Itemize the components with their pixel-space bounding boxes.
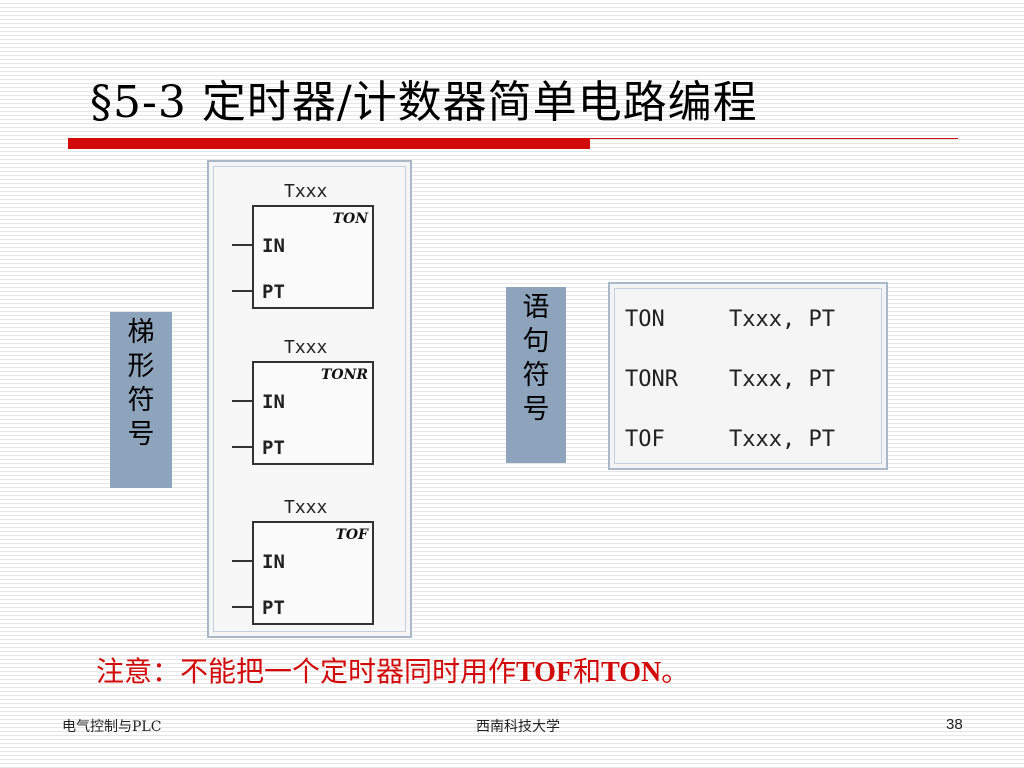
note-term-ton: TON xyxy=(601,657,662,688)
warning-note: 注意：不能把一个定时器同时用作TOF和TON。 xyxy=(96,650,689,690)
slide-title: §5-3 定时器/计数器简单电路编程 xyxy=(90,77,758,128)
pin-pt-lead xyxy=(232,290,252,292)
note-suffix: 。 xyxy=(661,655,690,688)
ladder-symbol-label: 梯 形 符 号 xyxy=(110,312,172,488)
timer-type: TONR xyxy=(320,367,368,383)
ladder-diagram-panel: Txxx TON IN PT Txxx TONR IN PT Txxx TOF xyxy=(207,160,412,638)
statement-label-char: 句 xyxy=(522,326,550,357)
ladder-label-char: 符 xyxy=(127,385,155,416)
timer-name: Txxx xyxy=(284,337,328,358)
timer-name: Txxx xyxy=(284,181,328,202)
pin-in-label: IN xyxy=(262,391,285,413)
timer-block-tof: Txxx TOF IN PT xyxy=(214,497,409,637)
statement-label-char: 号 xyxy=(522,394,550,425)
pin-pt-label: PT xyxy=(262,281,285,303)
timer-box: TOF IN PT xyxy=(252,521,374,625)
pin-in-lead xyxy=(232,400,252,402)
statement-row: TON Txxx, PT xyxy=(625,307,835,332)
statement-op: TOF xyxy=(625,427,665,452)
pin-in-label: IN xyxy=(262,551,285,573)
timer-type: TOF xyxy=(335,527,368,543)
footer-course: 电气控制与PLC xyxy=(62,719,162,735)
note-term-tof: TOF xyxy=(516,657,574,688)
statement-list-panel: TON Txxx, PT TONR Txxx, PT TOF Txxx, PT xyxy=(608,282,888,470)
ladder-diagram-inner: Txxx TON IN PT Txxx TONR IN PT Txxx TOF xyxy=(213,166,406,632)
page-number: 38 xyxy=(946,716,963,733)
statement-row: TOF Txxx, PT xyxy=(625,427,835,452)
statement-row: TONR Txxx, PT xyxy=(625,367,835,392)
pin-in-label: IN xyxy=(262,235,285,257)
pin-in-lead xyxy=(232,244,252,246)
pin-pt-label: PT xyxy=(262,597,285,619)
statement-args: Txxx, PT xyxy=(729,367,835,392)
ladder-label-char: 形 xyxy=(127,351,155,382)
timer-block-tonr: Txxx TONR IN PT xyxy=(214,337,409,477)
pin-pt-label: PT xyxy=(262,437,285,459)
pin-pt-lead xyxy=(232,606,252,608)
footer-school: 西南科技大学 xyxy=(476,719,560,735)
statement-args: Txxx, PT xyxy=(729,427,835,452)
timer-block-ton: Txxx TON IN PT xyxy=(214,181,409,321)
pin-pt-lead xyxy=(232,446,252,448)
timer-box: TON IN PT xyxy=(252,205,374,309)
timer-box: TONR IN PT xyxy=(252,361,374,465)
statement-op: TONR xyxy=(625,367,678,392)
ladder-label-char: 号 xyxy=(127,419,155,450)
note-mid: 和 xyxy=(573,655,602,688)
statement-args: Txxx, PT xyxy=(729,307,835,332)
statement-label-char: 符 xyxy=(522,360,550,391)
note-prefix: 注意：不能把一个定时器同时用作 xyxy=(96,655,517,688)
pin-in-lead xyxy=(232,560,252,562)
timer-type: TON xyxy=(332,211,368,227)
statement-op: TON xyxy=(625,307,665,332)
title-underline xyxy=(68,136,958,150)
title-underline-thin xyxy=(590,138,958,139)
ladder-label-char: 梯 xyxy=(127,317,155,348)
statement-list-inner: TON Txxx, PT TONR Txxx, PT TOF Txxx, PT xyxy=(614,288,882,464)
statement-symbol-label: 语 句 符 号 xyxy=(506,287,566,463)
statement-label-char: 语 xyxy=(522,292,550,323)
timer-name: Txxx xyxy=(284,497,328,518)
title-underline-thick xyxy=(68,138,590,149)
